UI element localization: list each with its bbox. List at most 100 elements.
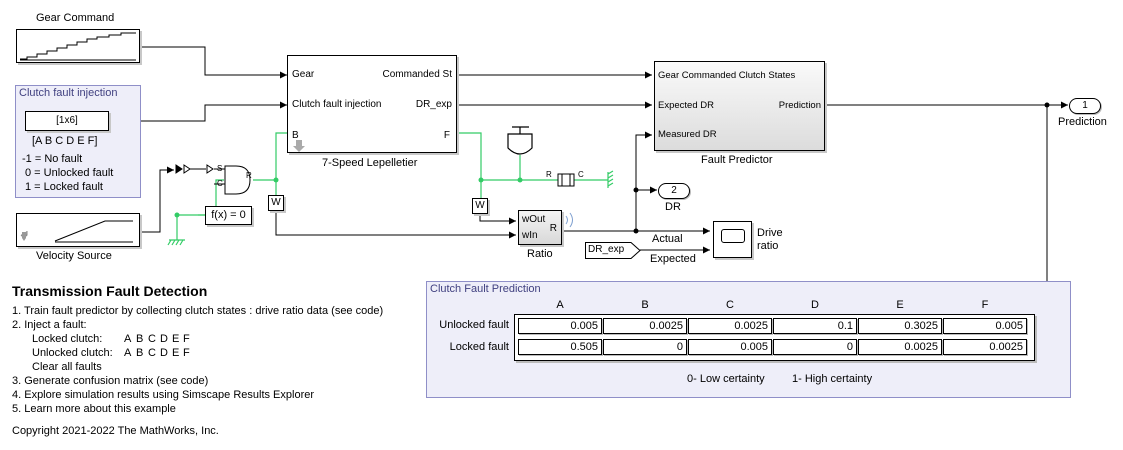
outport-2-label: DR xyxy=(665,201,681,213)
lepelletier-port-f: F xyxy=(443,130,450,141)
outport-2[interactable]: 2 xyxy=(658,183,690,199)
velocity-source-block[interactable] xyxy=(16,213,140,247)
locked-f-link[interactable]: F xyxy=(183,333,190,345)
rot-port-r: R xyxy=(546,170,552,179)
col-header-c: C xyxy=(726,299,734,311)
lepelletier-in-clutch: Clutch fault injection xyxy=(292,99,382,110)
unlocked-a-link[interactable]: A xyxy=(124,347,132,359)
locked-c-link[interactable]: C xyxy=(148,333,156,345)
from-tag-label: DR_exp xyxy=(588,244,625,255)
fault-predictor-out: Prediction xyxy=(778,100,821,111)
fault-predictor-title: Fault Predictor xyxy=(701,154,773,166)
cell-unlocked-f: 0.005 xyxy=(943,318,1027,334)
clear-faults-link[interactable]: Clear all faults xyxy=(32,361,102,373)
ratio-title: Ratio xyxy=(527,248,553,260)
cell-locked-e: 0.0025 xyxy=(858,339,942,355)
ratio-block[interactable]: wOut wIn R xyxy=(518,210,562,245)
solver-config-label: f(x) = 0 xyxy=(211,209,246,221)
fault-constant-block[interactable]: [1x6] xyxy=(25,111,109,131)
locked-clutch-label: Locked clutch: xyxy=(32,333,103,345)
cell-locked-a: 0.505 xyxy=(518,339,602,355)
gear-command-block[interactable] xyxy=(16,29,140,63)
copyright: Copyright 2021-2022 The MathWorks, Inc. xyxy=(12,425,219,437)
locked-d-link[interactable]: D xyxy=(160,333,168,345)
outport-1-label: Prediction xyxy=(1058,116,1107,128)
fault-constant-value: [1x6] xyxy=(56,115,78,126)
ratio-out-r: R xyxy=(549,223,557,234)
wire-w2-out xyxy=(479,212,516,225)
locked-a-link[interactable]: A xyxy=(124,333,132,345)
step-train[interactable]: 1. Train fault predictor by collecting c… xyxy=(12,305,384,317)
scope-in-actual: Actual xyxy=(652,233,683,245)
certainty-high: 1- High certainty xyxy=(792,373,873,385)
speed-sensor-1-label: W xyxy=(271,197,281,208)
wire-w1-out xyxy=(275,209,516,239)
fault-predictor-in-meas: Measured DR xyxy=(658,129,717,140)
wire-gear-command xyxy=(140,46,287,79)
scope-in-expected: Expected xyxy=(650,253,696,265)
unlocked-e-link[interactable]: E xyxy=(172,347,180,359)
lepelletier-block[interactable]: Gear Clutch fault injection Commanded St… xyxy=(287,55,457,153)
row-header-locked: Locked fault xyxy=(449,341,509,353)
ramp-signal-icon xyxy=(20,220,133,243)
unlocked-c-link[interactable]: C xyxy=(148,347,156,359)
locked-e-link[interactable]: E xyxy=(172,333,180,345)
rot-port-c: C xyxy=(578,170,584,179)
outport-1[interactable]: 1 xyxy=(1069,98,1101,114)
mask-arrow-icon xyxy=(293,140,305,152)
cell-unlocked-a: 0.005 xyxy=(518,318,602,334)
instructions-title: Transmission Fault Detection xyxy=(12,283,208,299)
cell-locked-f: 0.0025 xyxy=(943,339,1027,355)
certainty-low: 0- Low certainty xyxy=(687,373,765,385)
clutch-fault-injection-title: Clutch fault injection xyxy=(19,87,118,99)
unlocked-d-link[interactable]: D xyxy=(160,347,168,359)
ratio-in-wout: wOut xyxy=(522,214,546,225)
cell-locked-c: 0.005 xyxy=(688,339,772,355)
speed-sensor-2[interactable]: W xyxy=(472,198,488,214)
step-confusion[interactable]: 3. Generate confusion matrix (see code) xyxy=(12,375,209,387)
unlocked-clutch-label: Unlocked clutch: xyxy=(32,347,113,359)
fault-predictor-block[interactable]: Gear Commanded Clutch States Expected DR… xyxy=(654,61,825,151)
col-header-e: E xyxy=(896,299,904,311)
lepelletier-out-dr: DR_exp xyxy=(415,99,452,110)
fault-predictor-in-exp: Expected DR xyxy=(658,100,714,111)
cell-unlocked-e: 0.3025 xyxy=(858,318,942,334)
unlocked-b-link[interactable]: B xyxy=(136,347,144,359)
col-header-d: D xyxy=(811,299,819,311)
wire-measured-dr xyxy=(562,131,652,232)
speed-sensor-1[interactable]: W xyxy=(268,195,284,211)
cell-unlocked-b: 0.0025 xyxy=(603,318,687,334)
legend-unlocked-fault: 0 = Unlocked fault xyxy=(25,167,114,179)
scope-screen-icon xyxy=(721,229,745,243)
from-tag-shape xyxy=(585,242,641,259)
cell-unlocked-d: 0.1 xyxy=(773,318,857,334)
step-inject: 2. Inject a fault: xyxy=(12,319,87,331)
outport-1-num: 1 xyxy=(1082,100,1088,111)
cell-unlocked-c: 0.0025 xyxy=(688,318,772,334)
fault-predictor-in-gear: Gear Commanded Clutch States xyxy=(658,70,796,81)
col-header-a: A xyxy=(556,299,564,311)
outport-2-num: 2 xyxy=(671,185,677,196)
lepelletier-port-b: B xyxy=(292,130,299,141)
speed-sensor-2-label: W xyxy=(475,200,485,211)
fault-letters: [A B C D E F] xyxy=(32,135,98,147)
step-learn[interactable]: 5. Learn more about this example xyxy=(12,403,176,415)
lepelletier-in-gear: Gear xyxy=(292,69,315,80)
from-tag-dr-exp[interactable]: DR_exp xyxy=(585,242,641,259)
staircase-signal-icon xyxy=(20,32,136,61)
locked-b-link[interactable]: B xyxy=(136,333,144,345)
unlocked-f-link[interactable]: F xyxy=(183,347,190,359)
clutch-port-c: C xyxy=(217,179,223,188)
legend-no-fault: -1 = No fault xyxy=(22,153,83,165)
lepelletier-out-cmd: Commanded St xyxy=(382,69,452,80)
row-header-unlocked: Unlocked fault xyxy=(439,319,509,331)
clutch-fault-injection-area: Clutch fault injection xyxy=(15,85,141,198)
clutch-fault-prediction-title: Clutch Fault Prediction xyxy=(430,283,541,295)
clutch-port-r: R xyxy=(246,171,252,180)
step-explore[interactable]: 4. Explore simulation results using Sims… xyxy=(12,389,315,401)
drive-ratio-scope[interactable] xyxy=(713,221,752,258)
solver-config-block[interactable]: f(x) = 0 xyxy=(205,206,252,225)
legend-locked-fault: 1 = Locked fault xyxy=(25,181,103,193)
ratio-in-win: wIn xyxy=(522,230,538,241)
